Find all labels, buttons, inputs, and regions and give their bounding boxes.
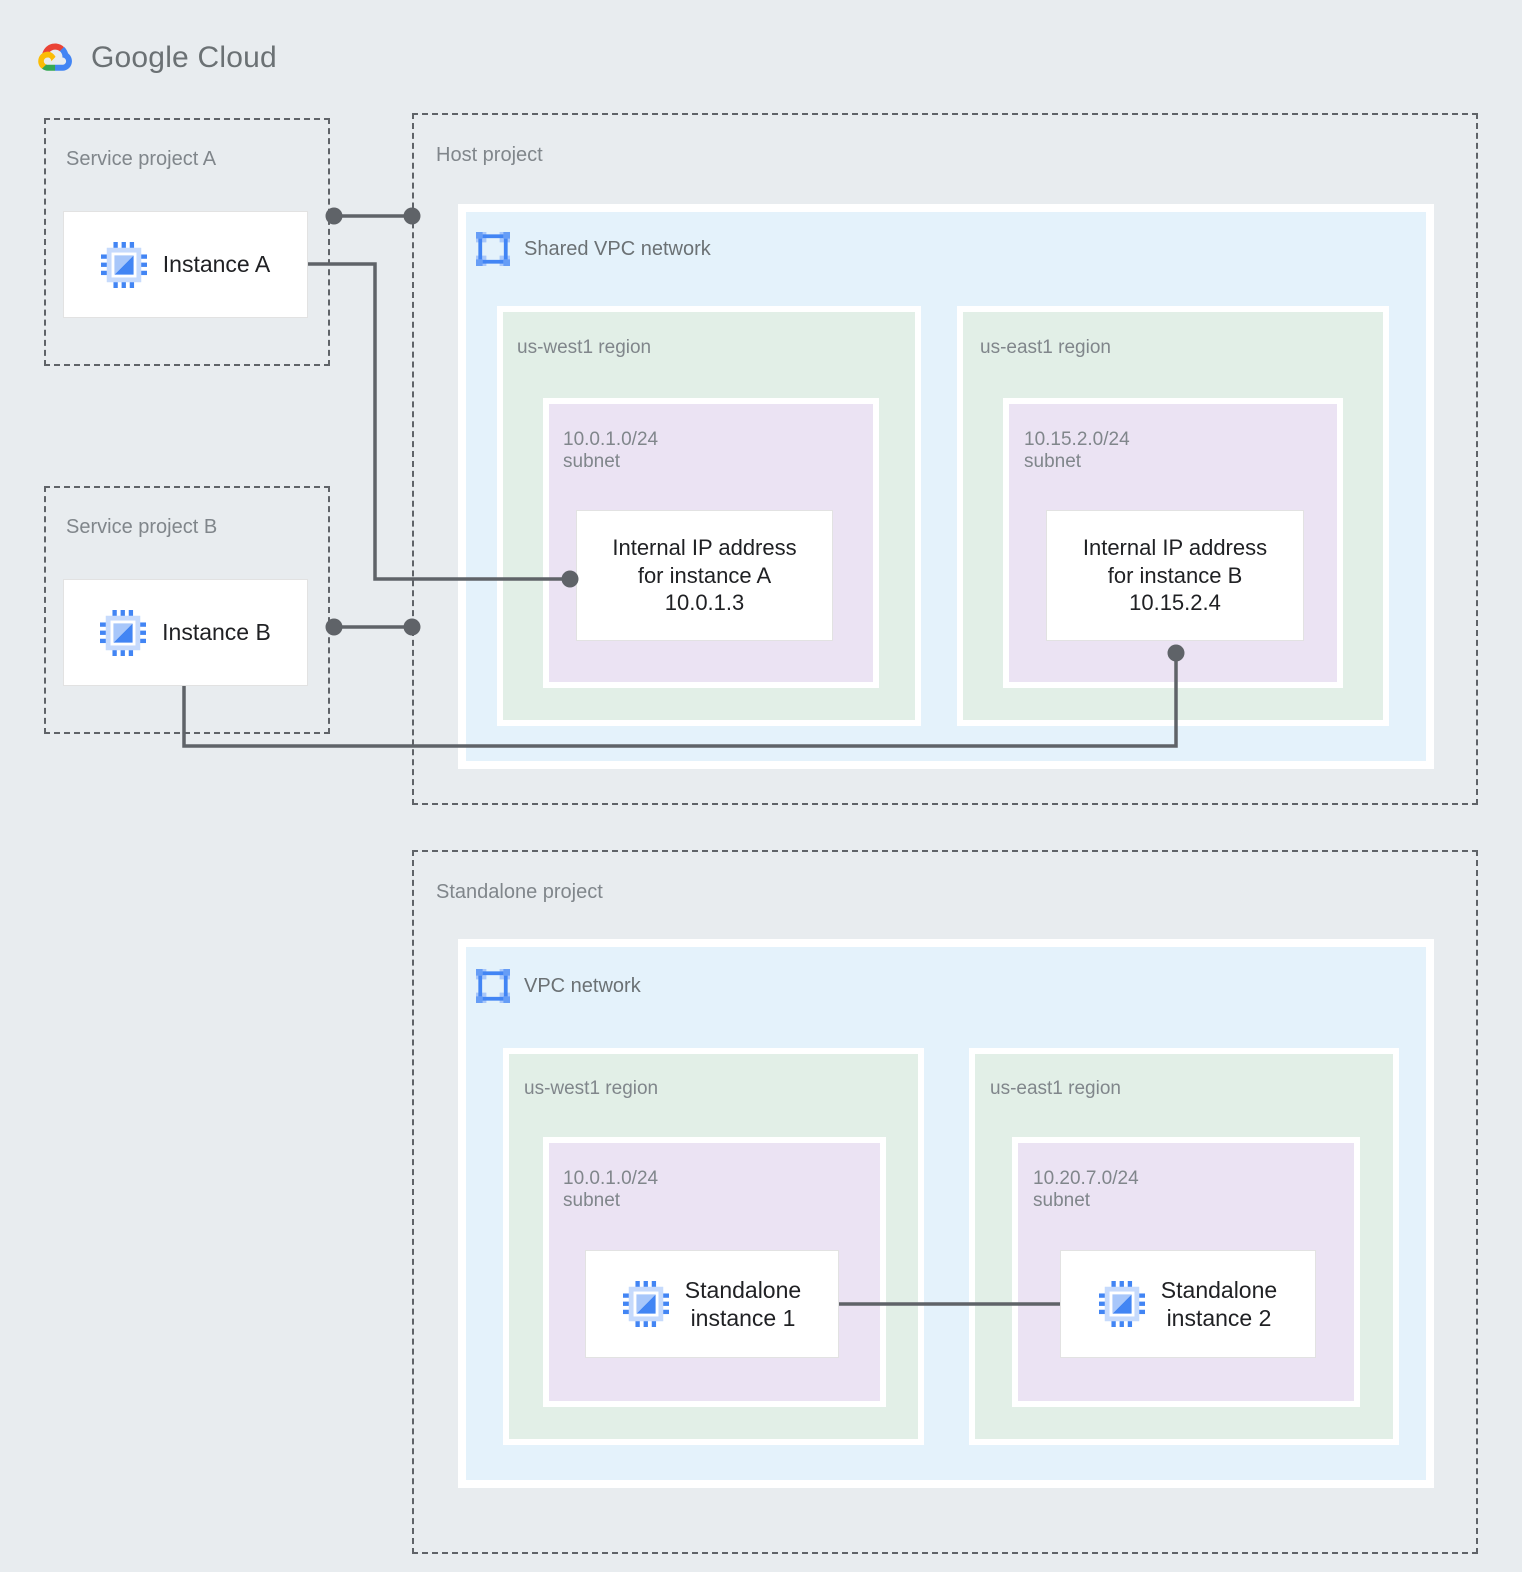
standalone-region-us-west1-label: us-west1 region [524,1078,659,1099]
host-subnet-10-15-2-0-24-label: 10.15.2.0/24 subnet [1024,429,1130,473]
standalone-instance-1-card[interactable]: Standalone instance 1 [585,1250,839,1358]
instance-b-card[interactable]: Instance B [63,579,308,686]
instance-a-label: Instance A [162,251,271,278]
vpc-network-label: VPC network [524,974,641,997]
vm-instance-icon [100,241,147,288]
standalone-project-label: Standalone project [436,881,603,903]
brand-title-cloud: Cloud [197,41,277,74]
host-region-us-west1-label: us-west1 region [517,337,652,358]
standalone-region-us-east1-label: us-east1 region [990,1078,1121,1099]
internal-ip-instance-a-label: Internal IP address for instance A 10.0.… [612,534,797,616]
vm-instance-icon [622,1281,669,1327]
instance-b-content: Instance B [100,609,271,656]
vm-instance-icon [1098,1281,1145,1327]
google-cloud-logo-icon [38,43,72,71]
host-region-us-east1-label: us-east1 region [980,337,1111,358]
shared-vpc-network-label: Shared VPC network [524,237,711,260]
internal-ip-instance-a-card[interactable]: Internal IP address for instance A 10.0.… [576,510,833,641]
standalone-instance-2-content: Standalone instance 2 [1098,1276,1278,1332]
shared-vpc-network-header: Shared VPC network [476,232,711,266]
google-cloud-logo: Google Cloud [33,38,277,78]
vpc-network-header: VPC network [476,969,641,1003]
internal-ip-instance-b-card[interactable]: Internal IP address for instance B 10.15… [1046,510,1304,641]
host-project-label: Host project [436,144,543,166]
standalone-subnet-10-0-1-0-24-label: 10.0.1.0/24 subnet [563,1168,659,1212]
vm-instance-icon [100,609,147,656]
brand-title: Google Cloud [91,41,277,75]
instance-b-label: Instance B [162,619,271,646]
service-project-b-label: Service project B [66,516,218,538]
standalone-instance-1-label: Standalone instance 1 [684,1276,802,1331]
brand-title-google: Google [91,41,189,74]
standalone-instance-2-card[interactable]: Standalone instance 2 [1060,1250,1316,1358]
internal-ip-instance-b-label: Internal IP address for instance B 10.15… [1082,534,1268,616]
standalone-instance-2-label: Standalone instance 2 [1160,1276,1278,1331]
standalone-project-container [412,850,1478,1554]
instance-a-card[interactable]: Instance A [63,211,308,318]
service-project-a-label: Service project A [66,148,217,170]
standalone-subnet-10-20-7-0-24-label: 10.20.7.0/24 subnet [1033,1168,1139,1212]
host-subnet-10-0-1-0-24-label: 10.0.1.0/24 subnet [563,429,659,473]
vpc-network-icon [476,232,510,266]
vpc-network-icon [476,969,510,1003]
service-project-a-container [44,118,330,366]
standalone-instance-1-content: Standalone instance 1 [622,1276,802,1332]
instance-a-content: Instance A [100,241,271,288]
